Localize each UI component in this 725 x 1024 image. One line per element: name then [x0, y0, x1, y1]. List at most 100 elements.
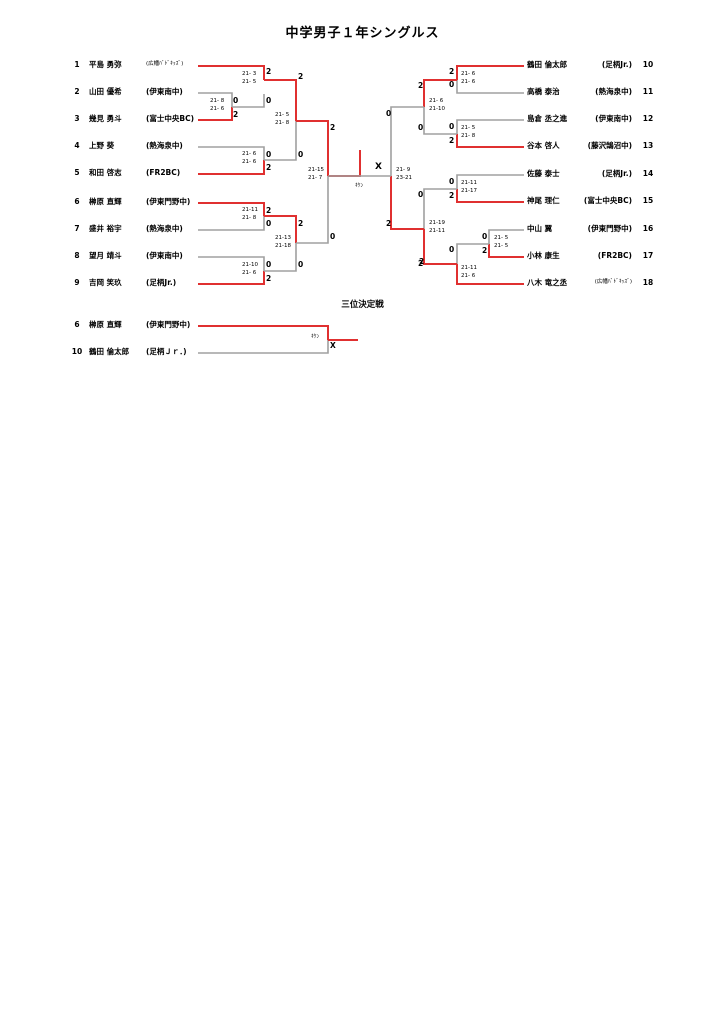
right-player-name: 佐藤 泰士 — [527, 169, 560, 178]
match-sf-right-score-2: 23-21 — [396, 175, 412, 181]
right-player-seed: 15 — [642, 196, 654, 205]
match-14-15-score-1: 21-11 — [461, 180, 477, 186]
line-sf-left-b — [296, 176, 329, 244]
line-p9 — [198, 271, 265, 285]
line-qf-top-a — [264, 79, 297, 121]
right-player-team: (富士中央BC) — [583, 196, 632, 205]
match-4-5-score-2: 21- 6 — [242, 159, 257, 165]
right-player-name: 八木 竜之丞 — [527, 278, 568, 287]
right-player-seed: 11 — [642, 87, 654, 96]
left-player-seed: 1 — [74, 60, 80, 69]
right-player-name: 神尾 理仁 — [527, 196, 560, 205]
line-sf-left-a — [296, 120, 329, 176]
line-final-left — [328, 150, 361, 177]
mark: 0 — [386, 109, 392, 118]
left-player-name: 上野 葵 — [89, 141, 115, 150]
left-player-team: (熱海泉中) — [146, 224, 183, 233]
mark: 0 — [298, 260, 304, 269]
left-player-seed: 2 — [74, 87, 80, 96]
mark: 2 — [298, 219, 304, 228]
final-note: ｷｹﾝ — [355, 183, 364, 189]
final-mark: X — [375, 162, 382, 172]
line-p8 — [198, 256, 265, 271]
right-player-seed: 12 — [642, 114, 654, 123]
line-qf-bot-b — [264, 243, 297, 272]
left-player-team: (富士中央BC) — [146, 114, 195, 123]
mark: 2 — [449, 191, 455, 200]
line-w23 — [232, 94, 265, 108]
mark: 0 — [418, 190, 424, 199]
line-p5 — [198, 160, 265, 175]
third-place-title: 三位決定戦 — [341, 300, 384, 310]
mark: 0 — [266, 150, 272, 159]
right-player-name: 島倉 丞之進 — [527, 114, 568, 123]
left-player-seed: 8 — [74, 251, 80, 260]
line-qf-rtop-b — [423, 107, 457, 135]
left-player-seed: 5 — [74, 168, 80, 177]
match-14-15-score-2: 21-17 — [461, 188, 477, 194]
match-1617-18-score-1: 21-11 — [461, 265, 477, 271]
match-qf-right-top-score-2: 21-10 — [429, 106, 445, 112]
match-2-3-score-2: 21- 6 — [210, 106, 225, 112]
right-player-name: 鶴田 倫太郎 — [527, 60, 568, 69]
line-p1 — [198, 65, 265, 80]
mark: 2 — [449, 67, 455, 76]
third-player-name: 鶴田 倫太郎 — [89, 347, 130, 356]
third-player-name: 榊原 直輝 — [89, 320, 122, 329]
mark: 0 — [330, 232, 336, 241]
mark: 2 — [418, 259, 424, 268]
left-player-seed: 6 — [74, 197, 80, 206]
right-player-name: 谷本 啓人 — [527, 141, 560, 150]
left-player-seed: 4 — [74, 141, 80, 150]
match-qf-left-bot-score-2: 21-18 — [275, 243, 291, 249]
left-player-seed: 9 — [74, 278, 80, 287]
line-p15 — [456, 189, 524, 203]
third-player-seed: 10 — [71, 347, 83, 356]
right-player-team: (FR2BC) — [597, 251, 632, 260]
match-8-9-score-1: 21-10 — [242, 262, 258, 268]
left-player-name: 榊原 直輝 — [89, 197, 122, 206]
mark: 2 — [266, 206, 272, 215]
match-sf-left-score-2: 21- 7 — [308, 175, 323, 181]
page-title: 中学男子１年シングルス — [285, 26, 440, 41]
match-qf-left-top-score-2: 21- 8 — [275, 120, 290, 126]
line-p2 — [198, 92, 233, 107]
left-player-team: (伊東門野中) — [146, 197, 191, 206]
match-12-13-score-2: 21- 8 — [461, 133, 476, 139]
match-4-5-score-1: 21- 6 — [242, 151, 257, 157]
match-8-9-score-2: 21- 6 — [242, 270, 257, 276]
third-note: ｷｹﾝ — [311, 334, 320, 340]
match-1-23-score-1: 21- 3 — [242, 71, 257, 77]
left-player-name: 幾見 勇斗 — [89, 114, 122, 123]
mark: 2 — [386, 219, 392, 228]
third-player-seed: 6 — [74, 320, 80, 329]
mark: 2 — [266, 163, 272, 172]
match-sf-left-score-1: 21-15 — [308, 167, 324, 173]
left-player-name: 望月 靖斗 — [89, 251, 122, 260]
match-16-17-score-1: 21- 5 — [494, 235, 509, 241]
mark: 0 — [482, 232, 488, 241]
mark: 2 — [266, 274, 272, 283]
line-qf-rtop-a — [423, 79, 457, 107]
left-player-team: (広幡ﾊﾞﾄﾞｷｯｽﾞ) — [146, 61, 184, 67]
right-player-seed: 18 — [642, 278, 654, 287]
mark: 0 — [233, 96, 239, 105]
mark: 0 — [266, 96, 272, 105]
line-p14 — [456, 174, 524, 189]
right-player-seed: 16 — [642, 224, 654, 233]
third-player-team: (伊東門野中) — [146, 320, 191, 329]
right-player-name: 中山 翼 — [527, 224, 553, 233]
third-player-team: (足柄Ｊｒ．) — [146, 347, 187, 356]
line-p13 — [456, 134, 524, 148]
mark: 0 — [449, 177, 455, 186]
match-10-11-score-1: 21- 6 — [461, 71, 476, 77]
match-10-11-score-2: 21- 6 — [461, 79, 476, 85]
line-p10 — [456, 65, 524, 80]
mark: 0 — [449, 122, 455, 131]
right-player-seed: 13 — [642, 141, 654, 150]
mark: 2 — [233, 110, 239, 119]
line-p3 — [198, 107, 233, 121]
mark: 0 — [449, 245, 455, 254]
line-qf-top-b — [264, 121, 297, 161]
